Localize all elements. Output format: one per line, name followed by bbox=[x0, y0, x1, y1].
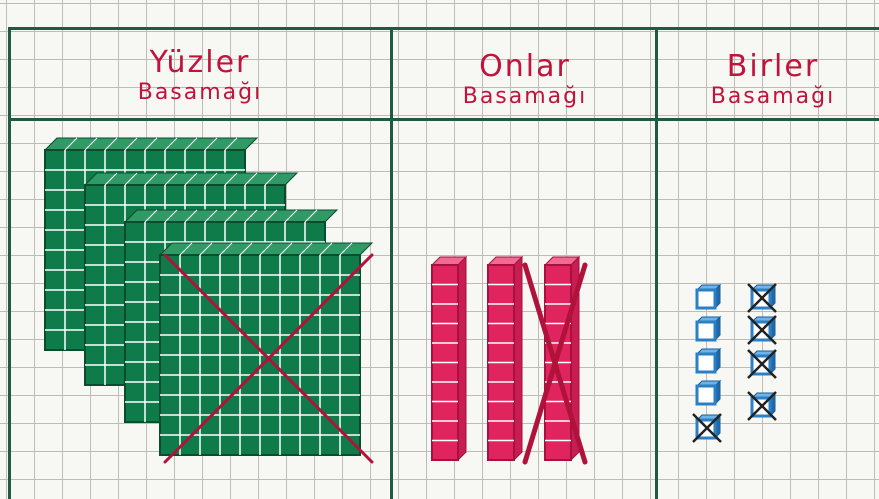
ones-cube bbox=[697, 349, 720, 372]
ones-cube bbox=[748, 284, 776, 312]
ones-cube bbox=[693, 414, 721, 442]
ones-cube bbox=[697, 317, 720, 340]
tens-rod bbox=[488, 257, 522, 460]
ones-cube bbox=[748, 350, 776, 378]
tens-rod bbox=[432, 257, 466, 460]
ones-cube bbox=[697, 381, 720, 404]
ones-cube bbox=[748, 392, 776, 420]
ones-cube bbox=[697, 285, 720, 308]
hundreds-flat bbox=[160, 243, 372, 455]
ones-cube bbox=[748, 316, 776, 344]
